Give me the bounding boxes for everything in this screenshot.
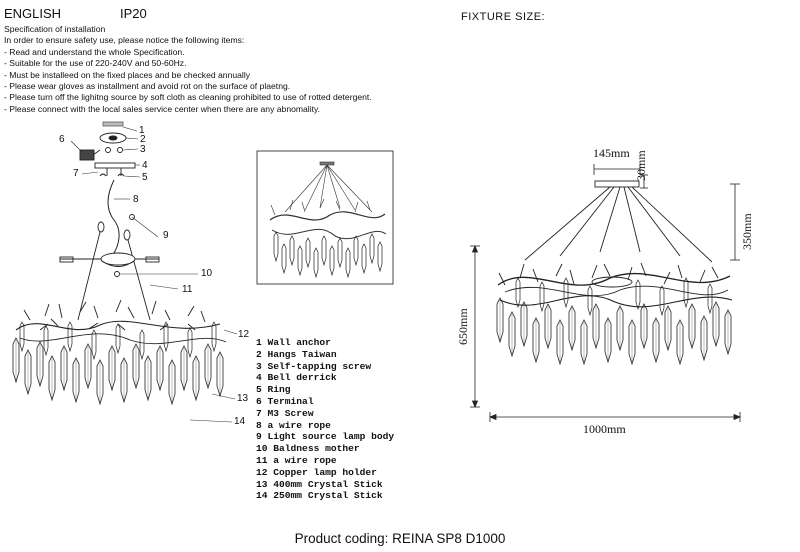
parts-legend: 1 Wall anchor 2 Hangs Taiwan 3 Self-tapp… [256,337,394,502]
part-item: 1 Wall anchor [256,337,331,348]
part-item: 4 Bell derrick [256,372,337,384]
ip-rating-label: IP20 [120,6,147,21]
part-item: 10 Baldness mother [256,443,360,455]
callout-9: 9 [163,230,169,241]
callout-2: 2 [140,134,146,145]
callout-14: 14 [234,416,246,427]
callout-11: 11 [182,284,193,295]
callout-12: 12 [238,329,250,340]
spec-line: - Must be installeed on the fixed places… [4,69,251,80]
callout-13: 13 [237,393,249,404]
part-item: 13 400mm Crystal Stick [256,478,383,490]
callout-1: 1 [139,125,145,136]
callout-3: 3 [140,144,146,155]
dim-drop: 350mm [740,213,754,250]
part-item: 8 a wire rope [256,419,331,431]
dim-canopy-width: 145mm [593,146,630,160]
callout-8: 8 [133,194,139,205]
specification-block: Specification of installation In order t… [4,24,444,115]
fixture-size-label: FIXTURE SIZE: [461,11,546,23]
callout-leaders [70,126,238,423]
part-item: 5 Ring [256,384,291,396]
exploded-crystals [12,321,224,405]
callout-7: 7 [73,168,79,179]
part-item: 12 Copper lamp holder [256,466,377,478]
spec-line: In order to ensure safety use, please no… [4,35,245,46]
spec-line: - Suitable for the use of 220-240V and 5… [4,58,187,69]
spec-line: - Please turn off the lighitng source by… [4,92,372,103]
product-photo [269,161,387,240]
dim-height: 650mm [456,308,470,345]
fixture-crystals [496,277,732,365]
part-item: 11 a wire rope [256,454,337,466]
part-item: 2 Hangs Taiwan [256,348,337,360]
callout-6: 6 [59,134,65,145]
dim-width: 1000mm [583,422,626,436]
spec-line: - Read and understand the whole Specific… [4,46,185,57]
callout-4: 4 [142,160,148,171]
dimension-lines [470,164,742,422]
fixture-drawing [497,180,733,308]
part-item: 14 250mm Crystal Stick [256,490,383,502]
spec-line: - Please wear gloves as installment and … [4,81,291,92]
spec-title: Specification of installation [4,24,106,34]
part-item: 9 Light source lamp body [256,431,395,443]
callout-5: 5 [142,172,148,183]
part-item: 7 M3 Screw [256,407,314,419]
spec-line: - Please connect with the local sales se… [4,103,321,114]
part-item: 6 Terminal [256,395,314,407]
language-label: ENGLISH [4,6,62,21]
product-coding: Product coding: REINA SP8 D1000 [294,531,506,546]
callout-10: 10 [201,268,213,279]
exploded-drawing [15,121,227,345]
part-item: 3 Self-tapping screw [256,360,372,372]
dim-canopy-height: 30mm [634,150,648,181]
